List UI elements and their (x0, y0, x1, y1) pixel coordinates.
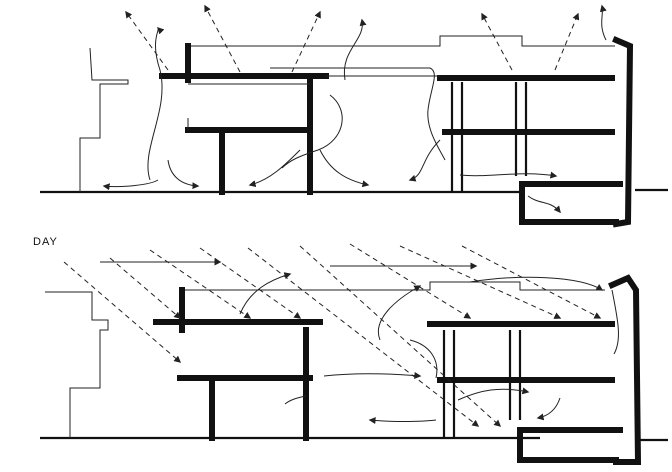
basement (519, 181, 619, 225)
day-section (40, 243, 668, 465)
night-section (40, 4, 668, 228)
roof-outline (188, 35, 615, 47)
day-label: DAY (33, 236, 58, 248)
ground-line-day (40, 436, 668, 442)
ground-line (40, 188, 668, 194)
facade-wall-day (608, 274, 642, 465)
column-right-b (514, 82, 528, 176)
facade-wall (612, 36, 634, 228)
neighbour-profile (79, 47, 129, 192)
column-right-a (450, 82, 464, 192)
